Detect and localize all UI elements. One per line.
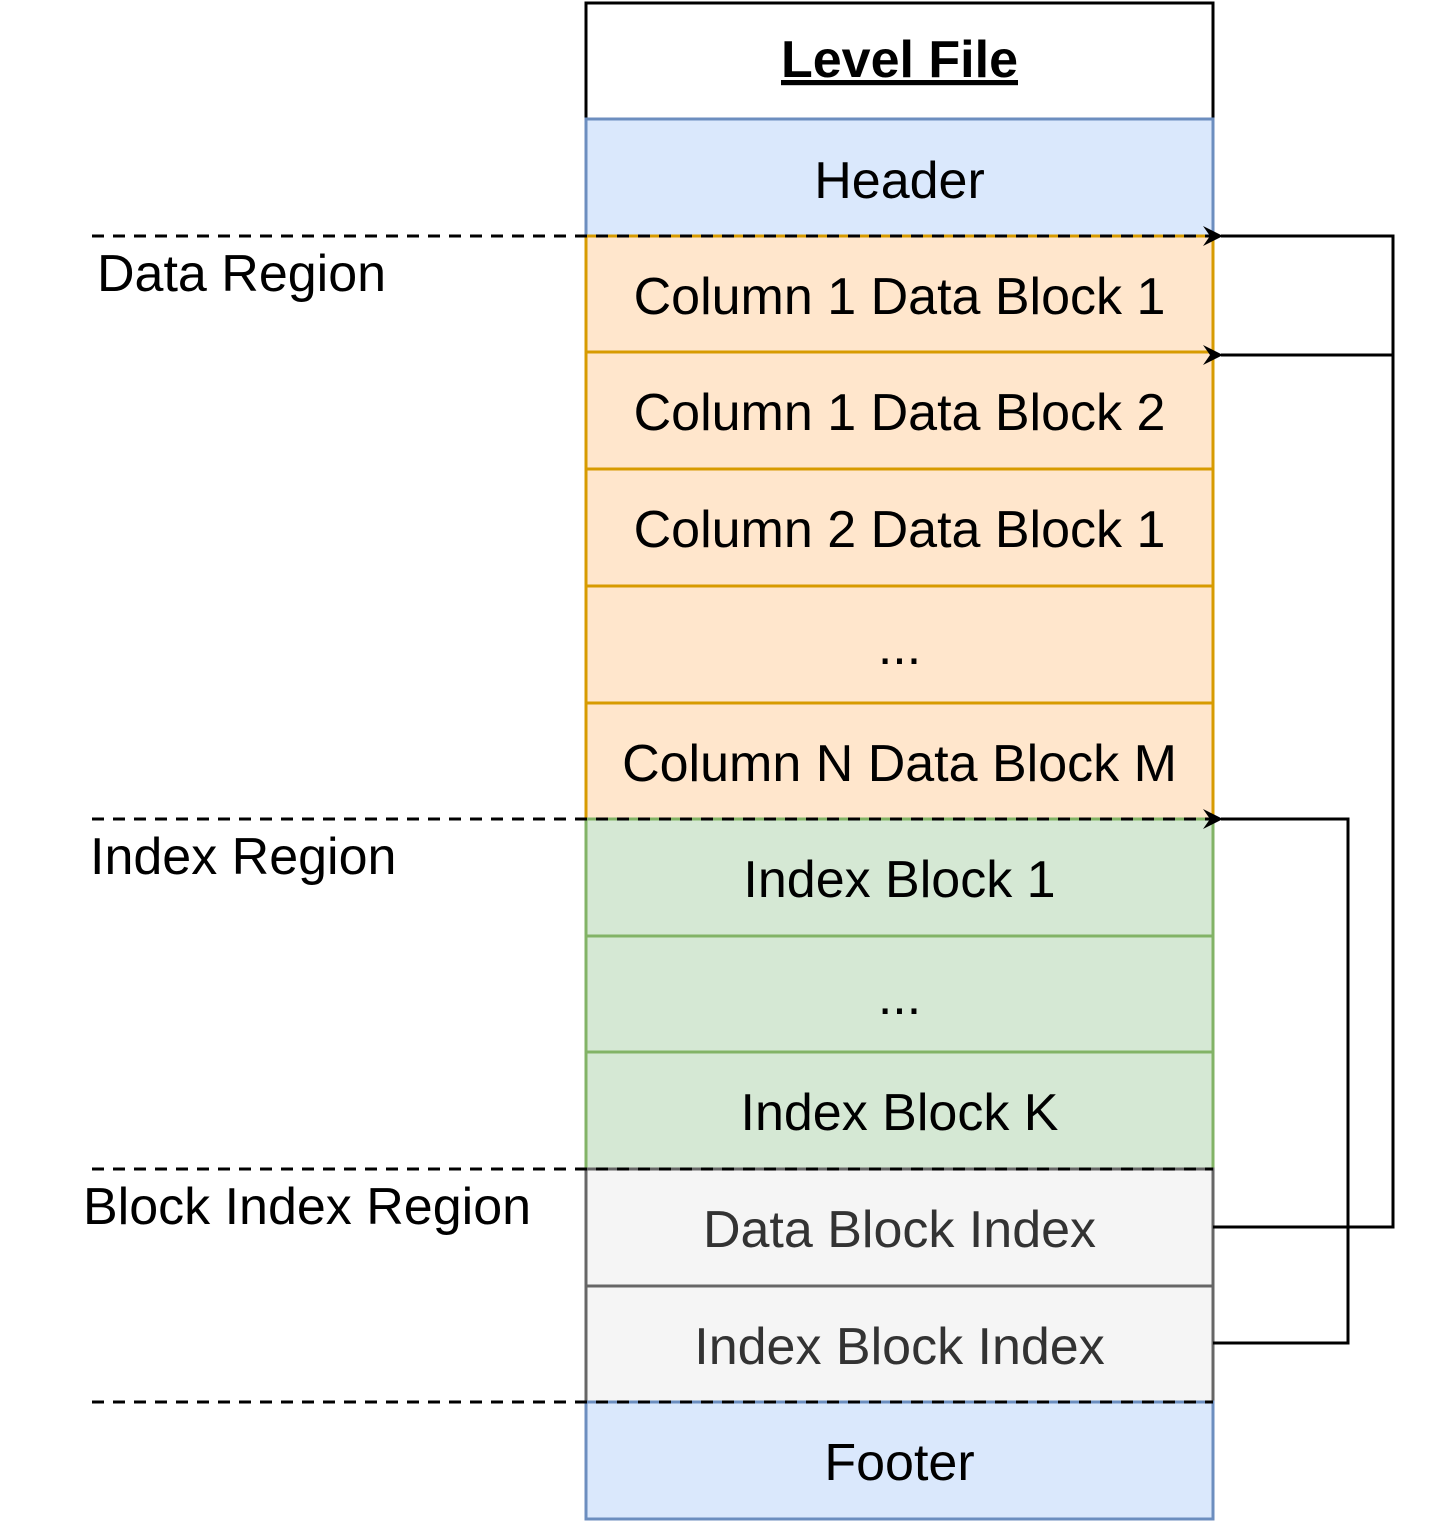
data-block-index-label: Data Block Index <box>703 1201 1096 1259</box>
index-block-k: Index Block K <box>584 1050 1215 1171</box>
header-block: Header <box>584 117 1215 238</box>
level-file-title: Level File <box>781 31 1018 89</box>
index-ellipsis-block: ... <box>584 934 1215 1054</box>
data-region-label: Data Region <box>97 245 386 303</box>
data-block-m-label: Column N Data Block M <box>622 735 1177 793</box>
index-ellipsis-label: ... <box>878 968 921 1026</box>
index-block-index-label: Index Block Index <box>694 1318 1104 1376</box>
index-region-label: Index Region <box>90 828 396 886</box>
data-block-3-label: Column 2 Data Block 1 <box>634 501 1166 559</box>
data-block-index: Data Block Index <box>584 1167 1215 1288</box>
level-file-title-box: Level File <box>584 1 1215 121</box>
data-block-2: Column 1 Data Block 2 <box>584 350 1215 471</box>
footer-label: Footer <box>824 1434 974 1492</box>
index-block-index-arrow-to-index-block-1 <box>1203 809 1350 1345</box>
data-ellipsis-label: ... <box>878 618 921 676</box>
index-block-1-label: Index Block 1 <box>743 851 1055 909</box>
block-index-region-label: Block Index Region <box>83 1178 531 1236</box>
footer-block: Footer <box>584 1400 1215 1521</box>
data-block-1: Column 1 Data Block 1 <box>584 234 1215 354</box>
index-block-1: Index Block 1 <box>584 817 1215 938</box>
data-block-3: Column 2 Data Block 1 <box>584 467 1215 588</box>
data-block-m: Column N Data Block M <box>584 701 1215 821</box>
data-block-index-arrow-to-block-1 <box>1203 226 1395 1229</box>
header-label: Header <box>814 152 985 210</box>
index-block-index: Index Block Index <box>584 1284 1215 1404</box>
data-block-1-label: Column 1 Data Block 1 <box>634 268 1166 326</box>
data-ellipsis-block: ... <box>584 584 1215 705</box>
data-block-2-label: Column 1 Data Block 2 <box>634 384 1166 442</box>
index-block-k-label: Index Block K <box>741 1084 1059 1142</box>
